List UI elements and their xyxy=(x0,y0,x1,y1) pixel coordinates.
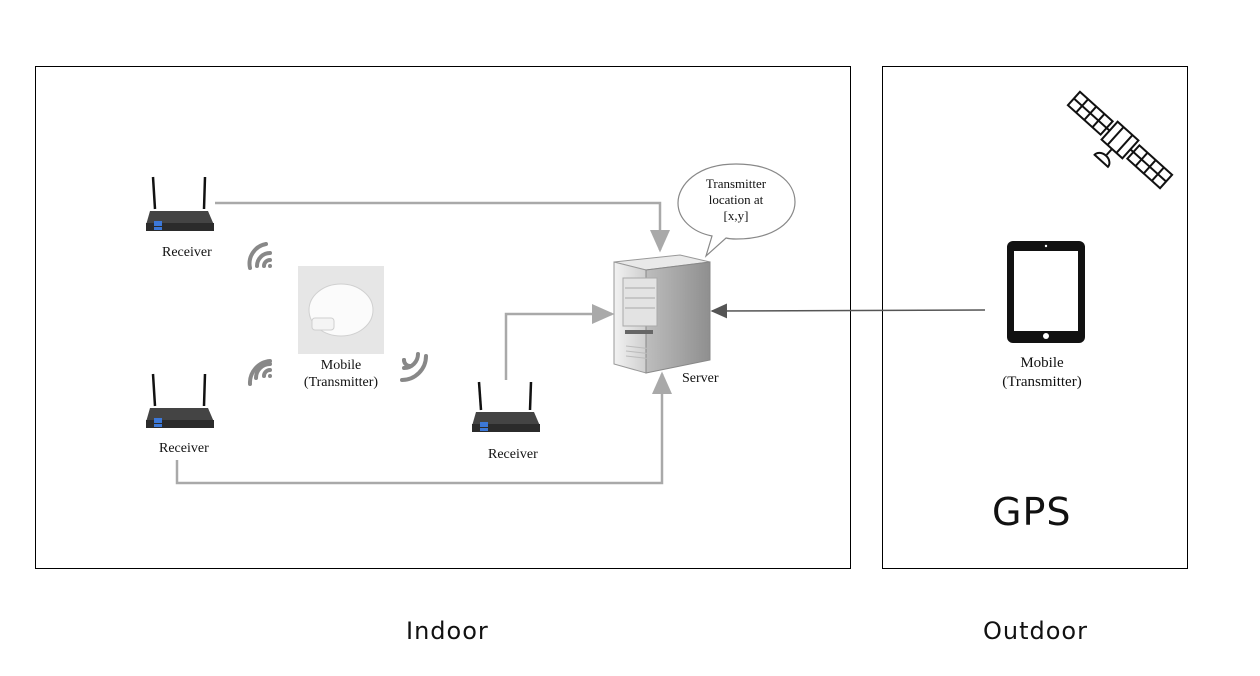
server-label: Server xyxy=(682,371,719,386)
speech-bubble-text: Transmitter location at [x,y] xyxy=(690,176,782,224)
router-icon-middle xyxy=(472,381,540,432)
receiver-top-label: Receiver xyxy=(162,245,212,260)
location-speech-bubble xyxy=(677,163,796,258)
receiver-middle-label: Receiver xyxy=(488,447,538,462)
tablet-icon xyxy=(1007,241,1085,343)
outdoor-mobile-label-line2: (Transmitter) xyxy=(1002,374,1082,390)
indoor-mobile-label-line1: Mobile xyxy=(320,358,362,373)
transmitter-device-image xyxy=(298,266,384,354)
speech-bubble-line2: location at xyxy=(708,192,764,207)
outdoor-mobile-label: Mobile (Transmitter) xyxy=(986,354,1098,392)
server-icon xyxy=(613,254,711,374)
indoor-mobile-label-line2: (Transmitter) xyxy=(303,375,379,390)
receiver-bottom-label: Receiver xyxy=(159,441,209,456)
indoor-section-label: Indoor xyxy=(406,617,489,645)
connector-outdoor-mobile-to-server xyxy=(710,303,986,319)
wifi-signal-icon-top xyxy=(247,242,272,270)
wifi-signal-icon-left xyxy=(247,359,272,386)
connector-top-receiver-to-server xyxy=(215,201,670,253)
outdoor-mobile-label-line1: Mobile xyxy=(1020,355,1064,371)
router-icon-bottom xyxy=(146,373,214,428)
router-icon-top xyxy=(146,176,214,231)
speech-bubble-line3: [x,y] xyxy=(723,208,749,223)
outdoor-section-label: Outdoor xyxy=(983,617,1088,645)
connector-bottom-receiver-to-server xyxy=(175,371,672,485)
speech-bubble-line1: Transmitter xyxy=(705,176,767,191)
indoor-mobile-label: Mobile (Transmitter) xyxy=(300,357,382,391)
satellite-icon xyxy=(1066,90,1174,190)
wifi-signal-icon-right xyxy=(400,352,428,382)
connector-mid-receiver-to-server xyxy=(504,304,615,380)
gps-label: GPS xyxy=(992,490,1072,534)
